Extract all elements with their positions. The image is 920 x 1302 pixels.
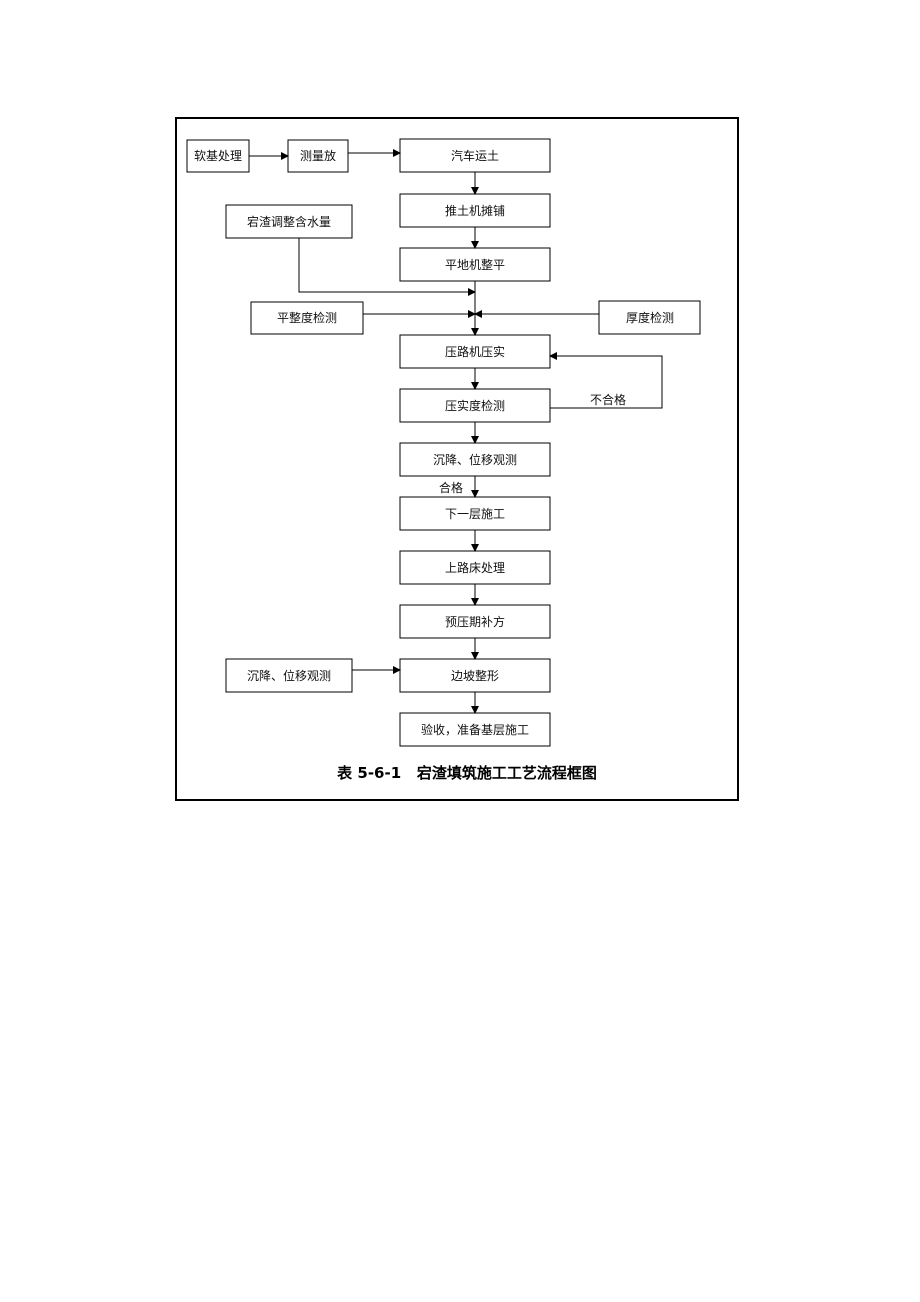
edge-label-fail: 不合格 <box>590 392 626 407</box>
node-slope-shaping: 边坡整形 <box>399 658 551 693</box>
node-truck-transport: 汽车运土 <box>399 138 551 173</box>
node-settlement-observe-1: 沉降、位移观测 <box>399 442 551 477</box>
node-flatness-check: 平整度检测 <box>250 301 364 335</box>
svg-text:上路床处理: 上路床处理 <box>445 560 505 575</box>
svg-text:厚度检测: 厚度检测 <box>626 310 674 325</box>
arrow-moisture-to-main <box>298 238 476 296</box>
svg-text:边坡整形: 边坡整形 <box>451 668 499 683</box>
node-soft-base: 软基处理 <box>186 139 250 173</box>
svg-text:下一层施工: 下一层施工 <box>445 507 505 521</box>
node-upper-subgrade: 上路床处理 <box>399 550 551 585</box>
node-survey: 测量放 <box>287 139 349 173</box>
svg-text:推土机摊铺: 推土机摊铺 <box>445 204 505 218</box>
arrow-fail-loop <box>549 352 663 409</box>
svg-text:验收，准备基层施工: 验收，准备基层施工 <box>421 722 529 737</box>
svg-text:压实度检测: 压实度检测 <box>445 398 505 413</box>
node-thickness-check: 厚度检测 <box>598 300 701 335</box>
svg-text:沉降、位移观测: 沉降、位移观测 <box>247 668 331 683</box>
figure-frame <box>175 117 739 801</box>
node-settlement-observe-2: 沉降、位移观测 <box>225 658 353 693</box>
node-moisture-adjust: 宕渣调整含水量 <box>225 204 353 239</box>
node-next-layer: 下一层施工 <box>399 496 551 531</box>
connectors <box>249 149 663 714</box>
svg-text:平整度检测: 平整度检测 <box>277 310 337 325</box>
node-compaction-check: 压实度检测 <box>399 388 551 423</box>
svg-text:压路机压实: 压路机压实 <box>445 344 505 359</box>
svg-text:测量放: 测量放 <box>300 148 336 163</box>
node-roller-compact: 压路机压实 <box>399 334 551 369</box>
node-grader-level: 平地机整平 <box>399 247 551 282</box>
svg-text:软基处理: 软基处理 <box>194 149 242 163</box>
svg-text:宕渣调整含水量: 宕渣调整含水量 <box>247 214 331 229</box>
svg-text:汽车运土: 汽车运土 <box>451 148 499 163</box>
node-bulldozer-spread: 推土机摊铺 <box>399 193 551 228</box>
node-preload-fill: 预压期补方 <box>399 604 551 639</box>
figure-caption: 表 5-6-1 宕渣填筑施工工艺流程框图 <box>337 764 597 782</box>
edge-label-pass: 合格 <box>439 480 463 495</box>
svg-text:沉降、位移观测: 沉降、位移观测 <box>433 452 517 467</box>
svg-text:预压期补方: 预压期补方 <box>445 614 505 629</box>
node-acceptance: 验收，准备基层施工 <box>399 712 551 747</box>
svg-text:平地机整平: 平地机整平 <box>445 257 505 272</box>
